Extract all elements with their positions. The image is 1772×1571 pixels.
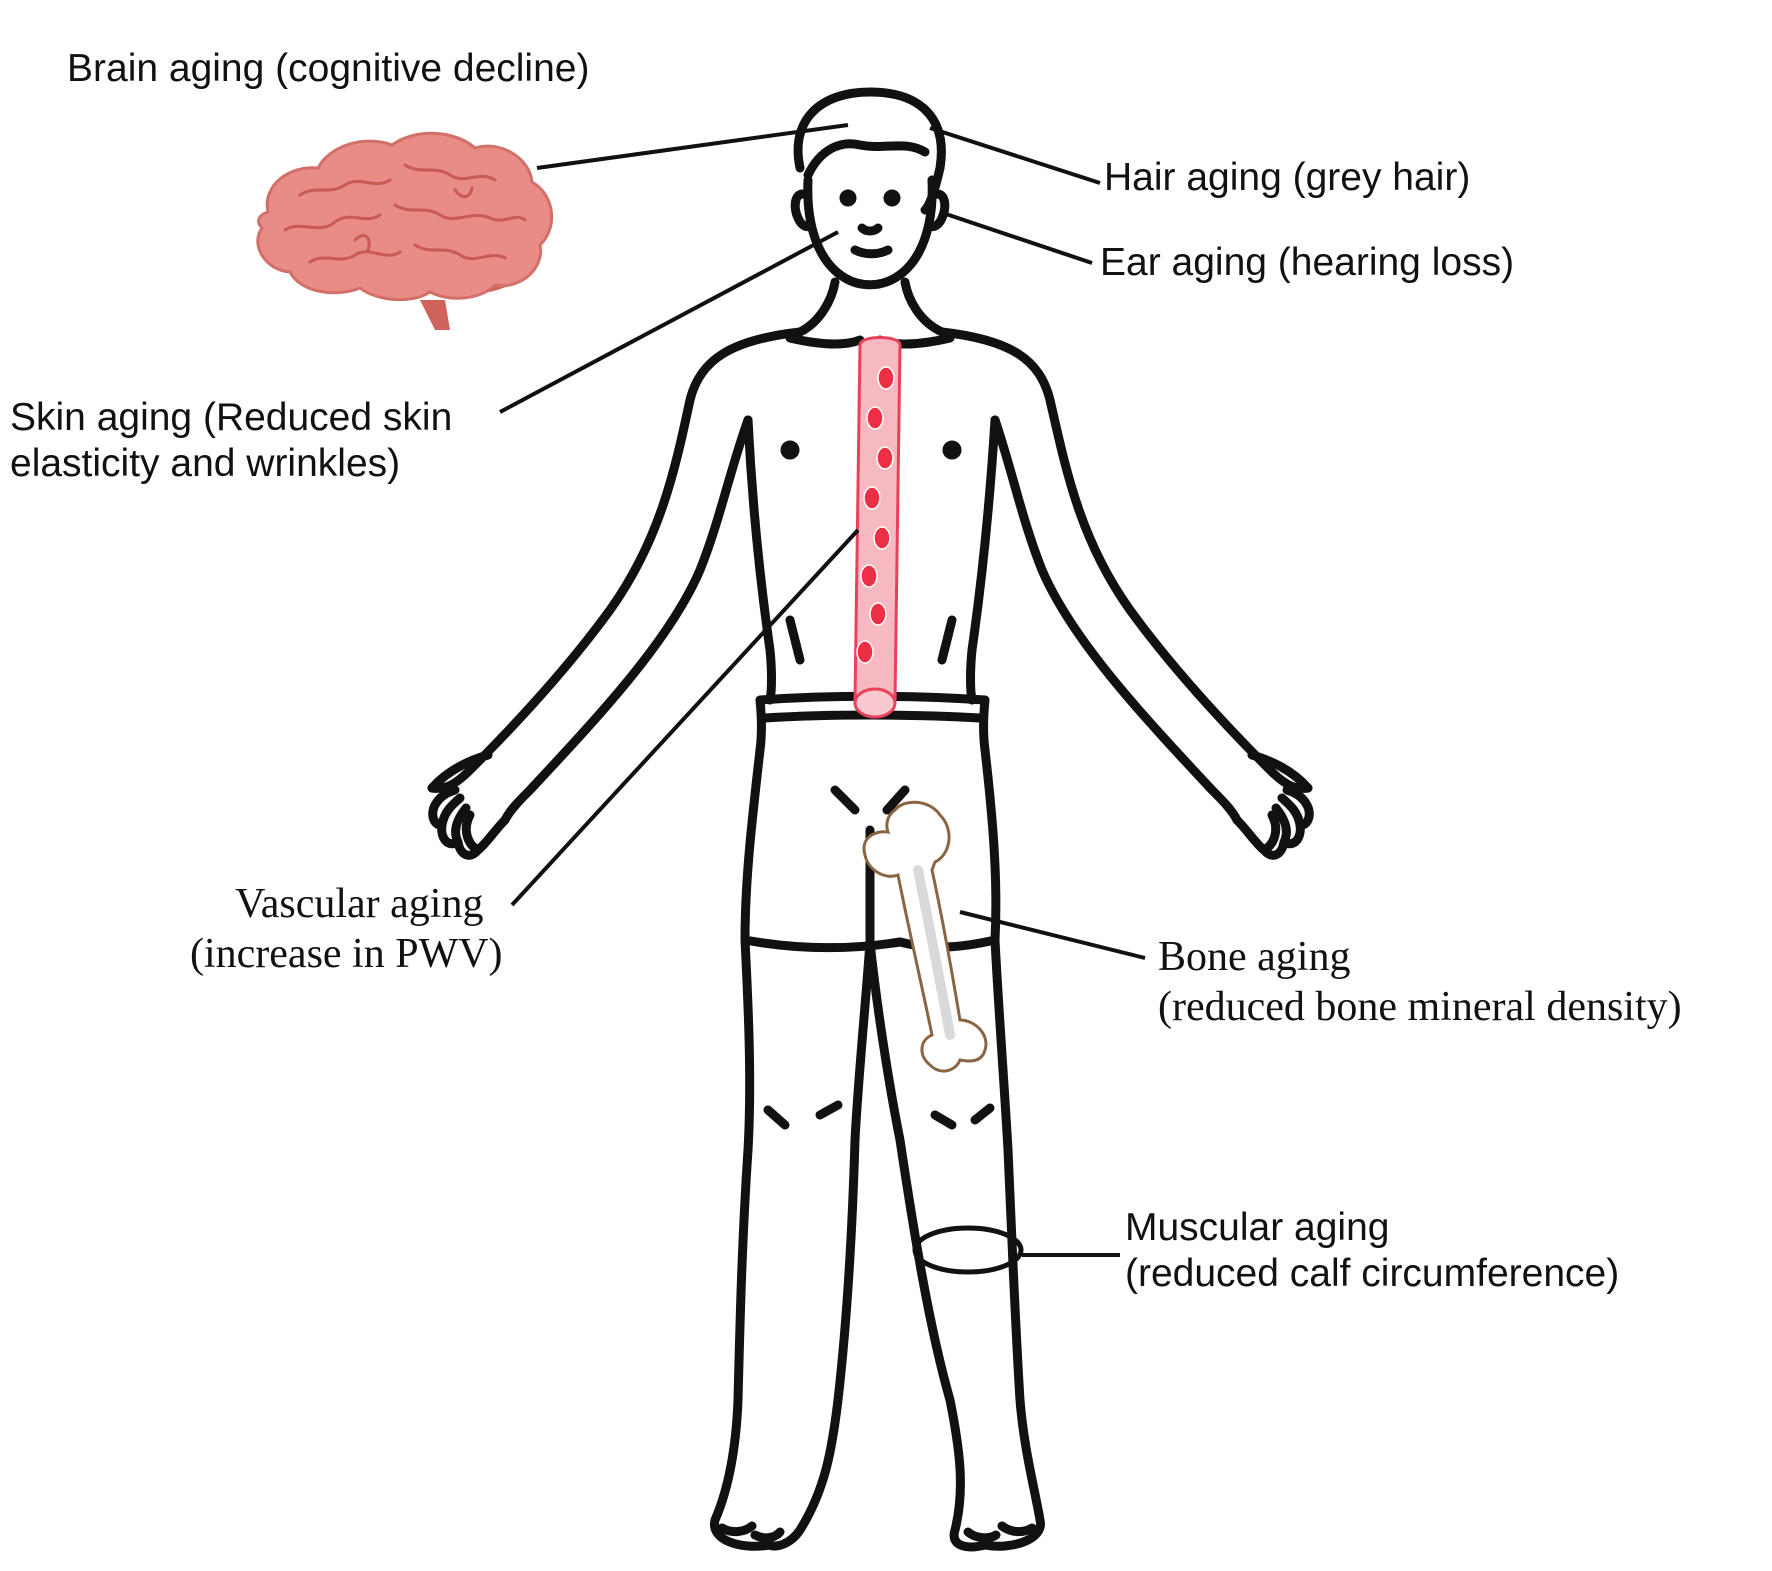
vascular-aging-text-line2: (increase in PWV): [190, 930, 503, 977]
groin-right: [882, 785, 910, 815]
left-hand: [427, 750, 510, 860]
right-knee-mark-a: [930, 1110, 957, 1130]
abdomen-right-line: [937, 615, 957, 665]
brain-fold: [283, 213, 382, 232]
skin-aging-text-line2: elasticity and wrinkles): [10, 442, 401, 486]
right-knee-mark-b: [970, 1103, 995, 1125]
brain-fold: [298, 178, 392, 197]
right-arm-outer: [937, 327, 1313, 793]
blood-cell: [877, 366, 895, 390]
left-arm-outer: [427, 327, 805, 793]
blood-cell: [856, 640, 874, 664]
brain-fold: [393, 203, 527, 222]
vascular-aging-text-line1: Vascular aging: [235, 881, 484, 927]
human-body-outline: [427, 87, 1314, 1552]
skin-aging-label: Skin aging (Reduced skin elasticity and …: [10, 395, 452, 487]
brain-icon: [256, 131, 554, 330]
groin-left: [830, 785, 860, 815]
bone-icon: [862, 800, 988, 1073]
torso-right: [966, 415, 1000, 705]
left-leg-inner: [765, 937, 875, 1551]
left-ear: [790, 189, 815, 232]
left-eye: [839, 189, 857, 207]
right-arm-inner: [990, 415, 1242, 825]
blood-cell: [876, 446, 894, 470]
vascular-leader-line: [510, 528, 860, 907]
vessel-end: [853, 687, 897, 719]
brain-fold: [403, 163, 497, 182]
right-leg-outer: [980, 935, 1045, 1551]
left-foot-toes: [717, 1521, 785, 1543]
blood-cell: [860, 564, 878, 588]
brain-aging-label: Brain aging (cognitive decline): [67, 46, 589, 92]
brain-aging-text: Brain aging (cognitive decline): [67, 47, 590, 90]
torso-left: [743, 415, 776, 705]
left-leg-outer: [710, 935, 775, 1551]
mouth: [850, 245, 893, 259]
muscular-aging-label: Muscular aging (reduced calf circumferen…: [1125, 1205, 1619, 1297]
blood-cell: [866, 406, 884, 430]
brain-body: [256, 131, 554, 302]
bone-leader-line: [959, 910, 1146, 960]
leader-lines: [499, 123, 1146, 1257]
brain-fold: [413, 243, 507, 261]
right-chest-mark: [942, 440, 962, 460]
vascular-aging-label: Vascular aging (increase in PWV): [190, 880, 503, 979]
right-eye: [883, 189, 901, 207]
brain-fold: [453, 186, 474, 198]
bone-shape: [862, 800, 988, 1073]
blood-cell: [863, 486, 881, 510]
hair-fringe: [803, 139, 930, 180]
left-arm-inner: [500, 415, 753, 825]
neck-left: [795, 277, 840, 337]
ear-aging-text: Ear aging (hearing loss): [1100, 241, 1515, 284]
ear-leader-line: [939, 210, 1093, 265]
brain-fold: [308, 250, 402, 264]
skin-aging-text-line1: Skin aging (Reduced skin: [10, 396, 453, 439]
ear-aging-label: Ear aging (hearing loss): [1100, 240, 1514, 286]
face-outline: [803, 175, 937, 290]
right-foot-toes: [963, 1521, 1037, 1543]
brain-stem: [420, 300, 450, 330]
bone-aging-label: Bone aging (reduced bone mineral density…: [1158, 933, 1682, 1032]
right-hand: [1232, 750, 1314, 860]
blood-vessel-icon: [853, 336, 902, 719]
left-knee-mark-b: [815, 1100, 843, 1120]
blood-cell: [869, 602, 887, 626]
muscular-aging-text-line1: Muscular aging: [1125, 1206, 1390, 1249]
brain-fold: [353, 234, 371, 252]
blood-cell: [873, 526, 891, 550]
left-knee-mark-a: [763, 1105, 790, 1130]
hair-aging-text: Hair aging (grey hair): [1104, 156, 1471, 199]
bone-aging-text-line2: (reduced bone mineral density): [1158, 983, 1682, 1030]
calf-ring-icon: [912, 1225, 1024, 1275]
bone-shade: [913, 865, 955, 1040]
skin-leader-line: [499, 230, 839, 414]
left-chest-mark: [780, 440, 800, 460]
neck-right: [900, 277, 947, 337]
bone-aging-text-line1: Bone aging: [1158, 934, 1351, 980]
hair-leader-line: [929, 126, 1101, 185]
right-leg-inner: [865, 937, 990, 1552]
abdomen-left-line: [785, 615, 805, 665]
hair-aging-label: Hair aging (grey hair): [1104, 155, 1470, 201]
nose: [857, 223, 883, 236]
right-ear: [925, 189, 950, 232]
brain-leader-line: [536, 123, 849, 170]
muscular-aging-text-line2: (reduced calf circumference): [1125, 1252, 1620, 1296]
